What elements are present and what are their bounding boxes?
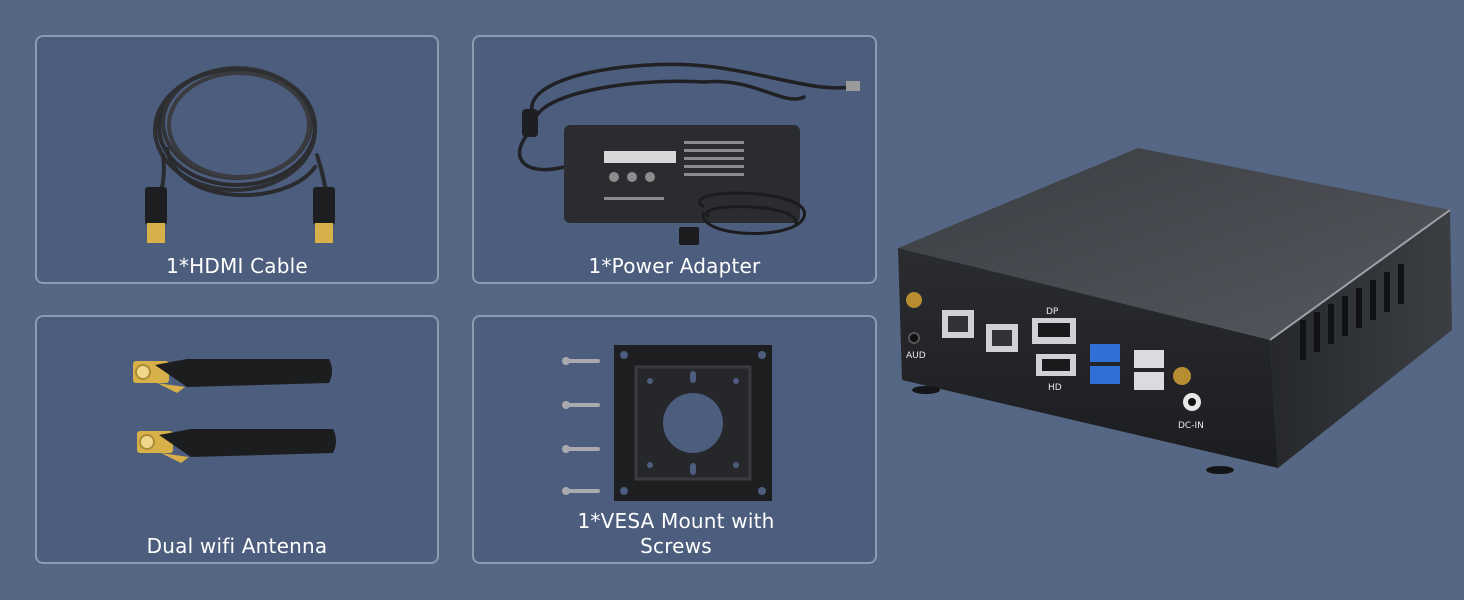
card-power-adapter: 1*Power Adapter (472, 35, 877, 284)
card-vesa-mount: 1*VESA Mount with Screws (472, 315, 877, 564)
card-hdmi-cable: 1*HDMI Cable (35, 35, 439, 284)
power-adapter-icon (517, 62, 860, 245)
mini-pc-device: AUD DP HD DC-IN (898, 148, 1452, 474)
port-label-aud: AUD (906, 351, 926, 361)
caption-wifi-antenna: Dual wifi Antenna (146, 534, 328, 558)
port-label-dcin: DC-IN (1178, 421, 1204, 431)
caption-hdmi-cable: 1*HDMI Cable (166, 254, 308, 278)
port-label-hd: HD (1048, 383, 1062, 393)
wifi-antenna-icon (133, 359, 336, 463)
card-wifi-antenna: Dual wifi Antenna (35, 315, 439, 564)
vesa-mount-icon (562, 345, 772, 501)
hdmi-cable-icon (145, 66, 335, 243)
caption-power-adapter: 1*Power Adapter (588, 254, 761, 278)
port-label-dp: DP (1046, 307, 1059, 317)
caption-vesa-mount: 1*VESA Mount with Screws (577, 509, 775, 558)
